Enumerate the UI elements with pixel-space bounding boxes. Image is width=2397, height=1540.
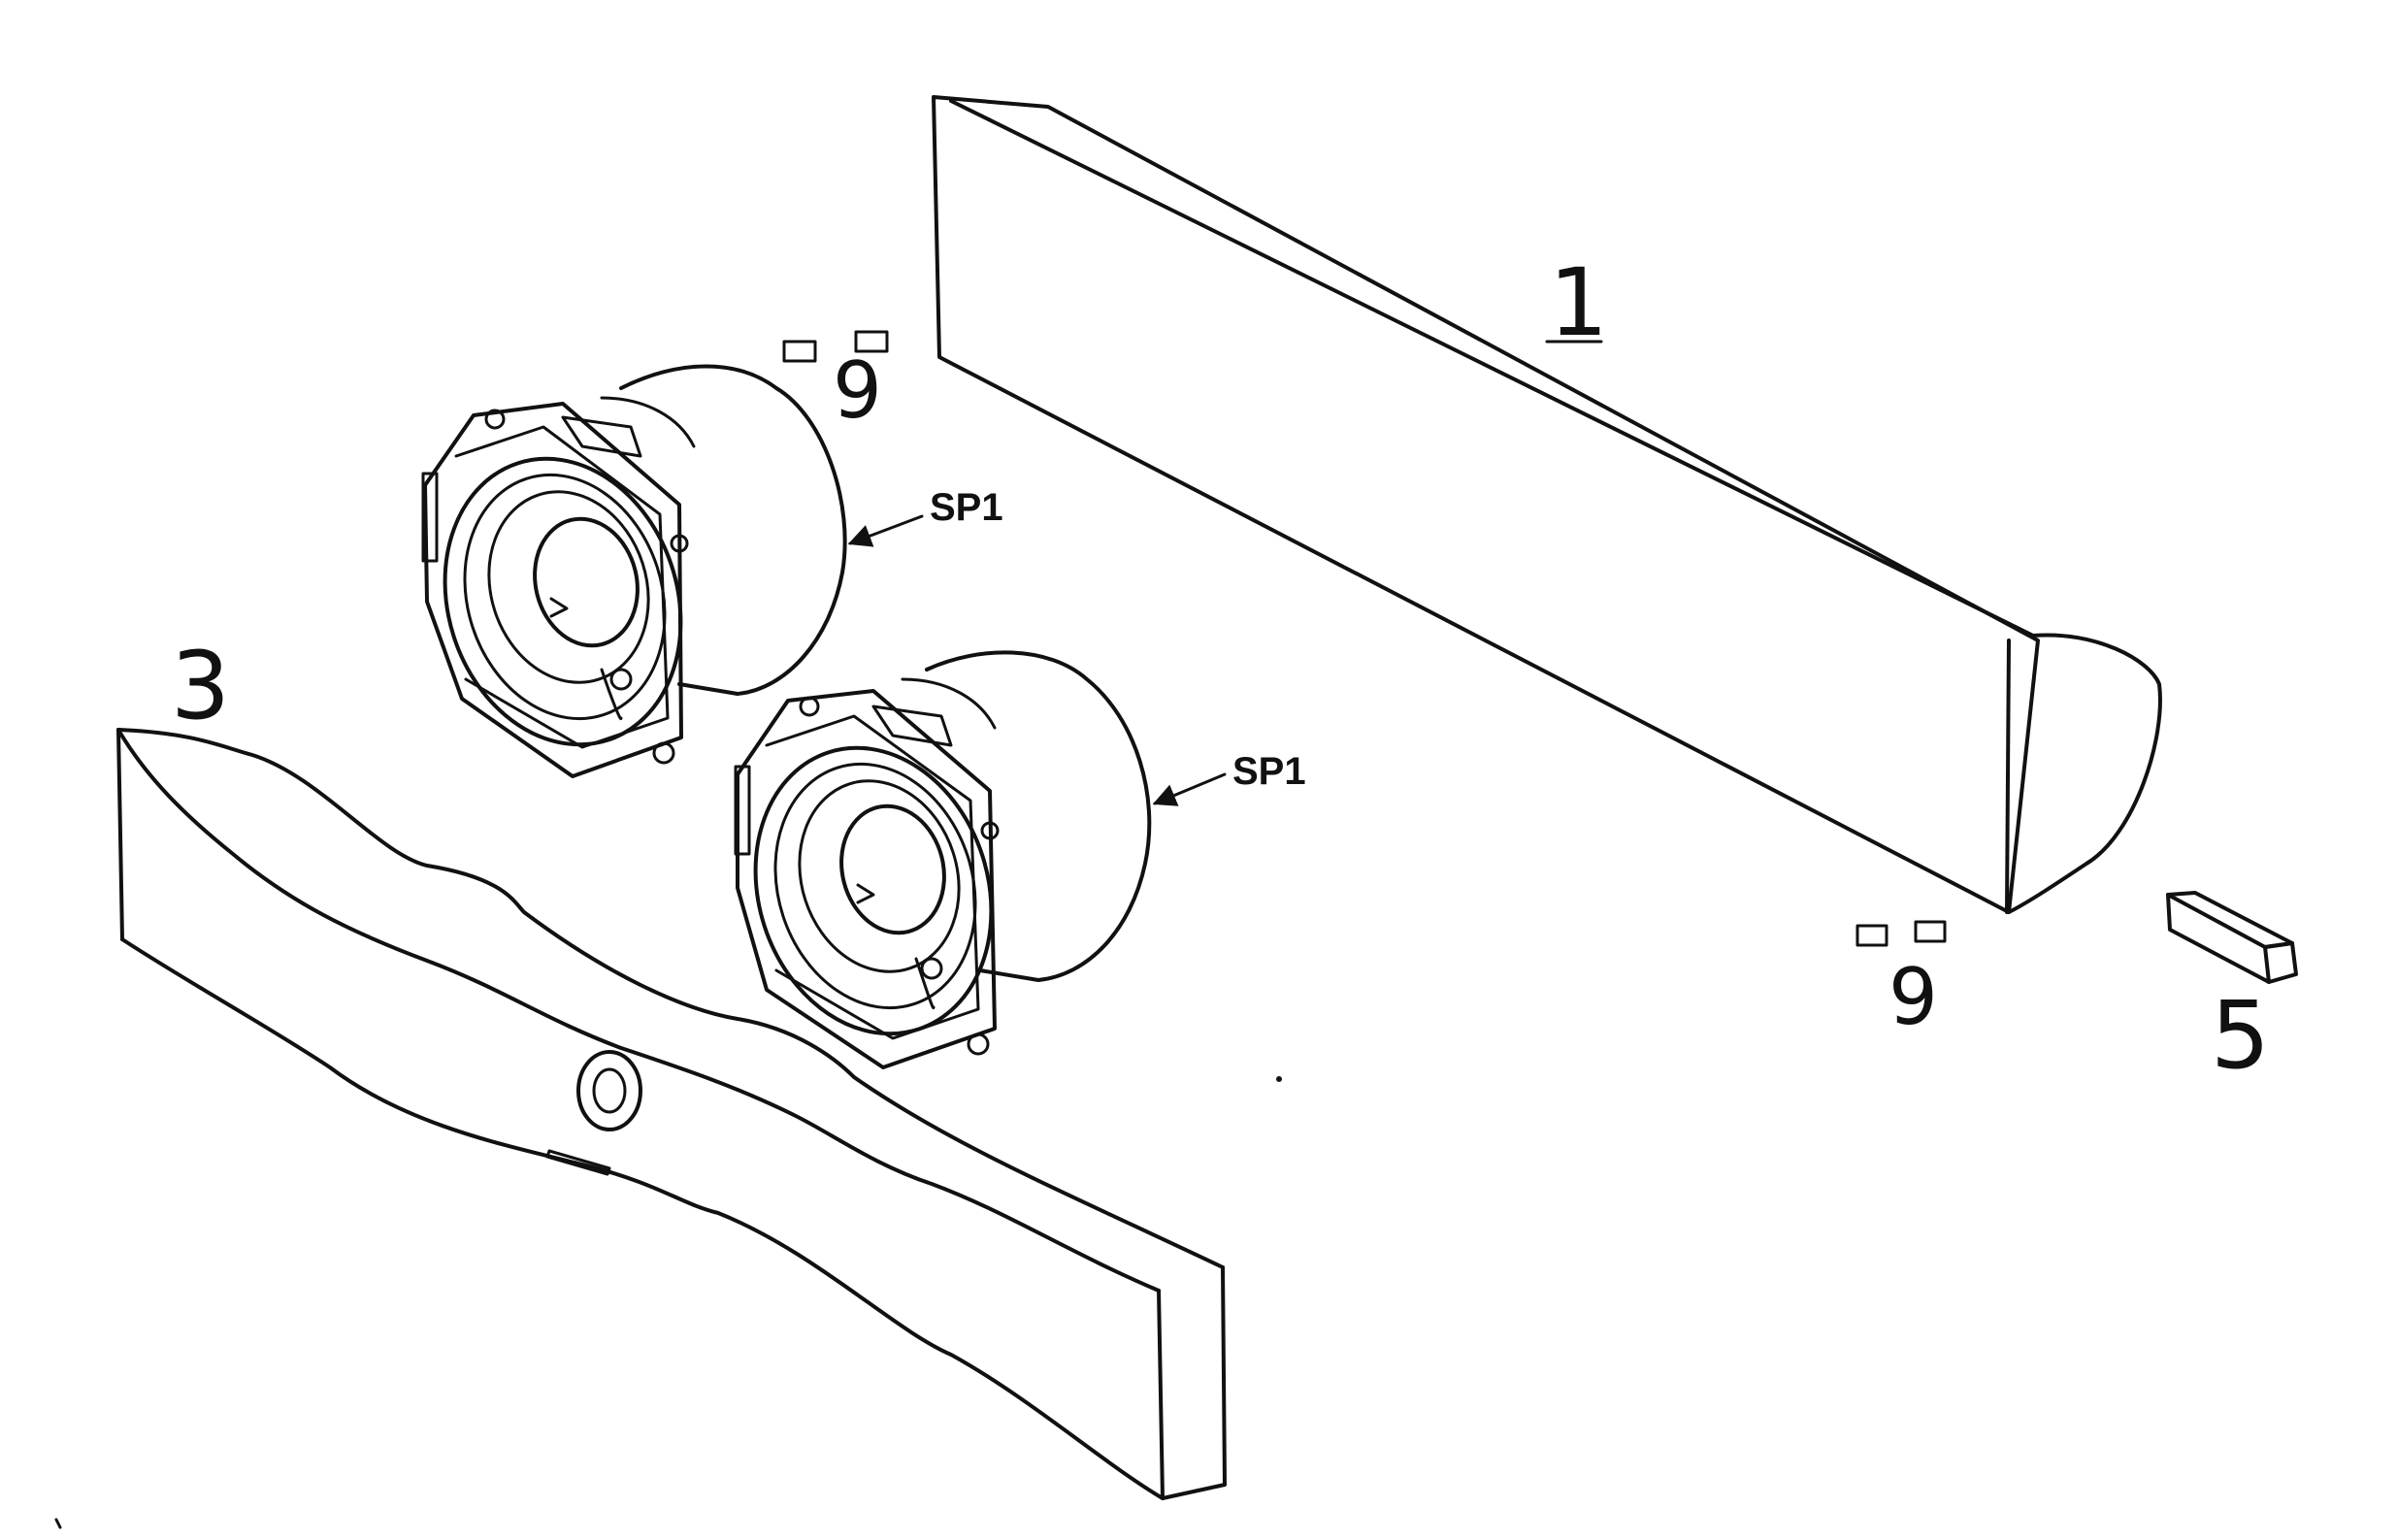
bracket-pair-part-9-upper	[782, 330, 889, 363]
part-9-lower-label: 9	[1888, 952, 1938, 1042]
block-part-5	[2166, 891, 2298, 984]
part-5-label: 5	[2211, 981, 2270, 1090]
sp1-lower-label: SP1	[1232, 750, 1306, 793]
sp1-upper-leader-arrow	[847, 514, 924, 547]
sp1-upper-label: SP1	[930, 486, 1003, 529]
rear-cabinet-part-1	[932, 95, 2162, 914]
part-1-label: 1	[1549, 248, 1608, 357]
speaker-sp1-lower	[734, 650, 1152, 1069]
stray-mark	[54, 1518, 62, 1529]
part-9-upper-label: 9	[833, 345, 882, 436]
stray-mark	[1276, 1076, 1282, 1082]
sp1-lower-leader-arrow	[1152, 772, 1227, 806]
bracket-pair-part-9-lower	[1855, 920, 1947, 947]
front-grille-part-3	[116, 728, 1227, 1500]
speaker-sp1-upper	[421, 364, 847, 778]
part-3-label: 3	[171, 632, 230, 740]
